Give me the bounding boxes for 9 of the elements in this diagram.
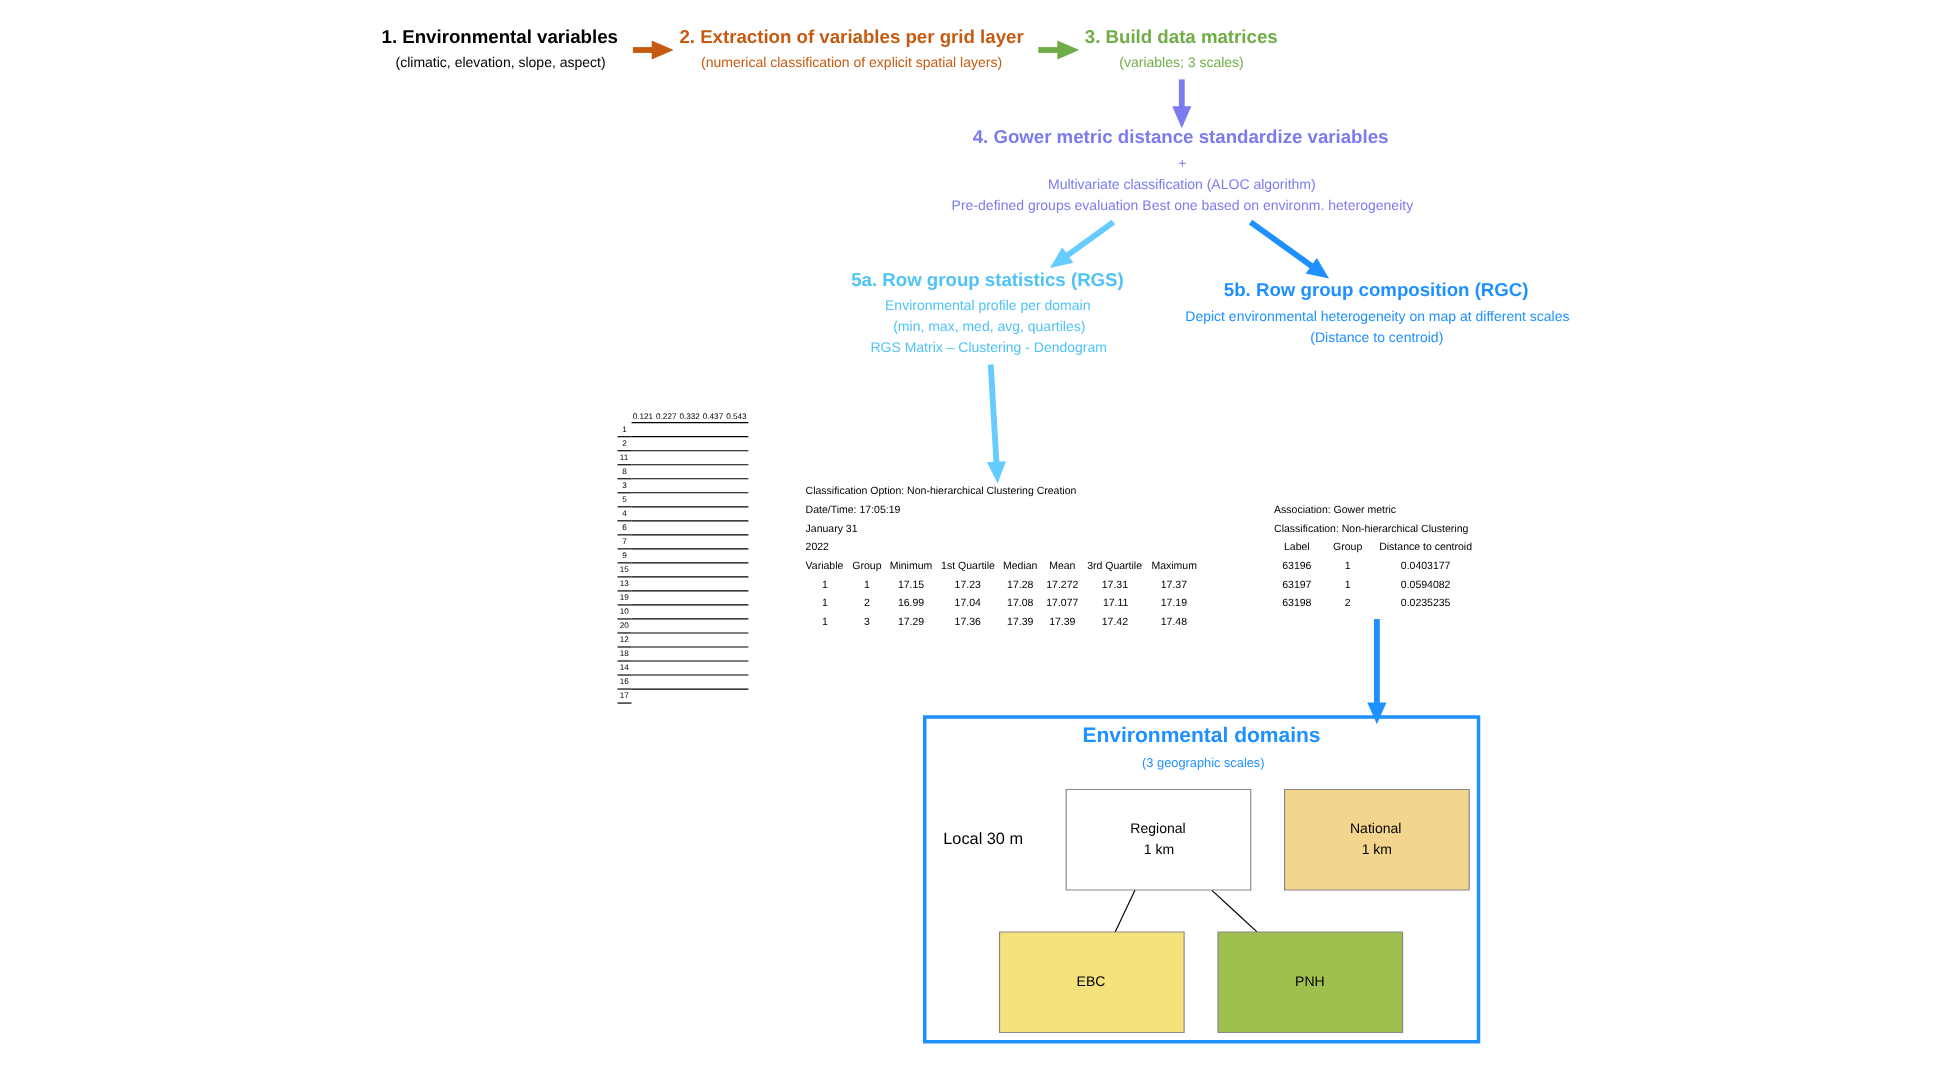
arrow	[1247, 219, 1329, 279]
arrow	[1037, 40, 1079, 60]
connector	[1210, 889, 1257, 933]
connector	[1113, 889, 1135, 933]
arrow	[631, 40, 673, 60]
arrow	[1171, 79, 1191, 129]
arrow	[1366, 619, 1386, 725]
arrow	[985, 364, 1005, 484]
arrow	[1049, 219, 1115, 268]
